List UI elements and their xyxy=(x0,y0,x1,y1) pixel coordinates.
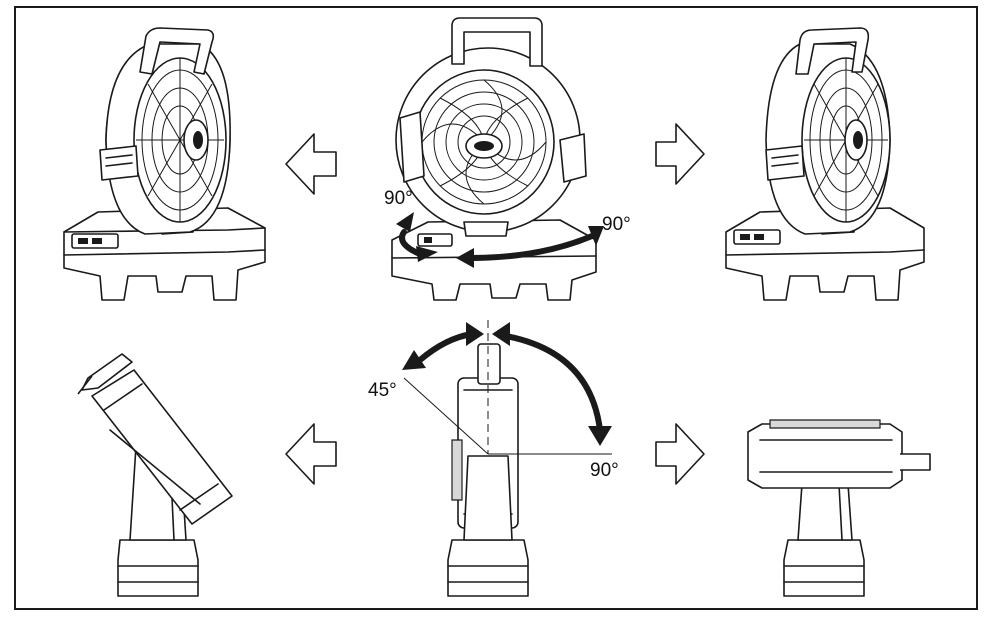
fan-swiveled-right xyxy=(725,27,925,301)
tilt-back-label: 45° xyxy=(368,380,397,401)
fan-tilted-back xyxy=(77,353,233,597)
fan-tilted-forward xyxy=(747,419,931,597)
fan-front-swivel xyxy=(391,17,604,301)
diagram-frame xyxy=(14,6,978,610)
arrow-right-icon xyxy=(655,123,705,185)
fan-side-tilt xyxy=(402,320,612,597)
tilt-forward-label: 90° xyxy=(590,460,619,481)
arrow-left-icon xyxy=(285,133,337,195)
swivel-left-label: 90° xyxy=(384,188,413,209)
arrow-left-icon xyxy=(285,423,337,485)
arrow-right-icon xyxy=(655,423,705,485)
fan-swiveled-left xyxy=(63,27,266,301)
swivel-right-label: 90° xyxy=(602,214,631,235)
